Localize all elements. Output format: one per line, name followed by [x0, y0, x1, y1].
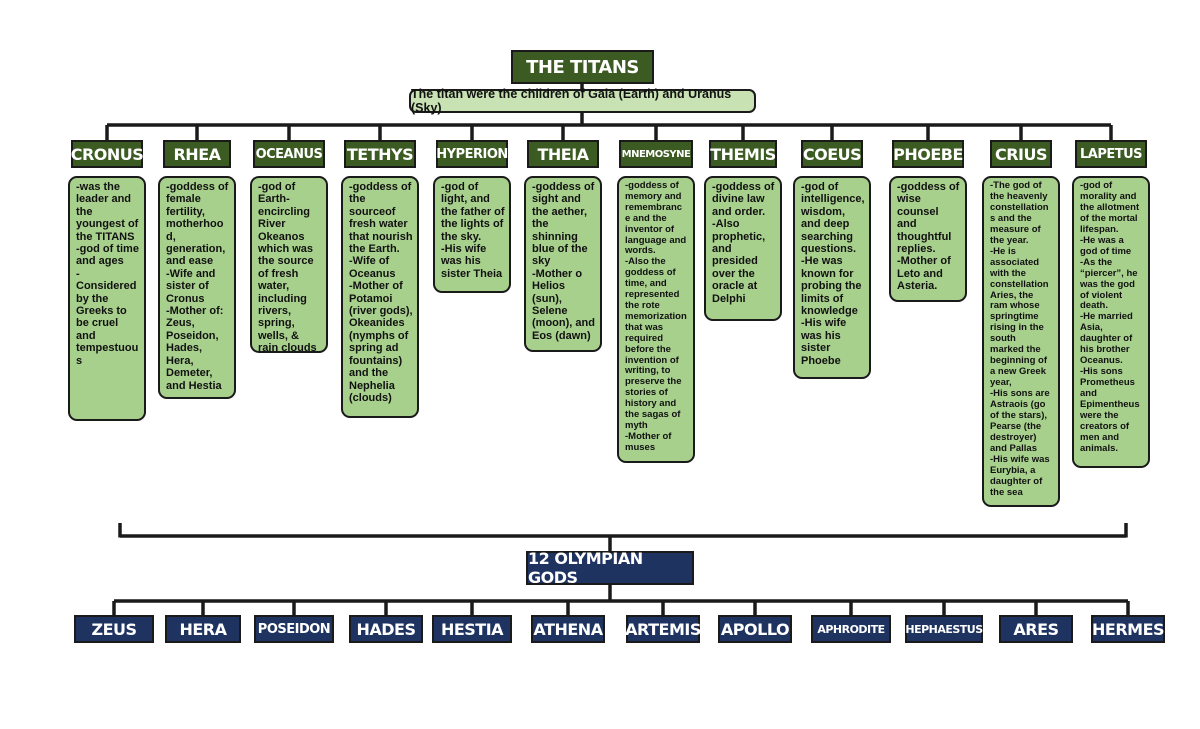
titan-description-cronus: -was the leader and the youngest of the … — [68, 176, 146, 421]
titan-description-tethys: -goddess of the sourceof fresh water tha… — [341, 176, 419, 418]
god-ares: ARES — [999, 615, 1073, 643]
titan-header-lapetus: LAPETUS — [1075, 140, 1147, 168]
titan-header-tethys: TETHYS — [344, 140, 416, 168]
titan-header-theia: THEIA — [527, 140, 599, 168]
titan-description-hyperion: -god of light, and the father of the lig… — [433, 176, 511, 293]
titan-description-themis: -goddess of divine law and order. -Also … — [704, 176, 782, 321]
god-hestia: HESTIA — [432, 615, 512, 643]
god-poseidon: POSEIDON — [254, 615, 334, 643]
god-zeus: ZEUS — [74, 615, 154, 643]
god-hades: HADES — [349, 615, 423, 643]
titan-header-oceanus: OCEANUS — [253, 140, 325, 168]
god-hephaestus: HEPHAESTUS — [905, 615, 983, 643]
titan-header-coeus: COEUS — [801, 140, 863, 168]
titan-description-mnemosyne: -goddess of memory and remembranc e and … — [617, 176, 695, 463]
god-athena: ATHENA — [531, 615, 605, 643]
god-apollo: APOLLO — [718, 615, 792, 643]
titan-description-coeus: -god of intelligence, wisdom, and deep s… — [793, 176, 871, 379]
titan-header-rhea: RHEA — [163, 140, 231, 168]
titan-description-oceanus: -god of Earth- encircling River Okeanos … — [250, 176, 328, 353]
titans-subtitle: The titan were the children of Gaia (Ear… — [409, 87, 756, 115]
titan-description-theia: -goddess of sight and the aether, the sh… — [524, 176, 602, 352]
titan-description-lapetus: -god of morality and the allotment of th… — [1072, 176, 1150, 468]
titan-header-hyperion: HYPERION — [436, 140, 508, 168]
olympian-gods-title: 12 OLYMPIAN GODS — [526, 549, 694, 587]
god-hera: HERA — [165, 615, 241, 643]
titan-header-themis: THEMIS — [709, 140, 777, 168]
titan-description-crius: -The god of the heavenly constellation s… — [982, 176, 1060, 507]
god-artemis: ARTEMIS — [625, 615, 701, 643]
titan-header-phoebe: PHOEBE — [892, 140, 964, 168]
god-hermes: HERMES — [1091, 615, 1165, 643]
titans-title: THE TITANS — [511, 50, 654, 84]
god-aphrodite: APHRODITE — [811, 615, 891, 643]
titan-header-crius: CRIUS — [990, 140, 1052, 168]
titan-description-rhea: -goddess of female fertility, motherhoo … — [158, 176, 236, 399]
titan-description-phoebe: -goddess of wise counsel and thoughtful … — [889, 176, 967, 302]
titan-header-mnemosyne: MNEMOSYNE — [619, 140, 693, 168]
titan-header-cronus: CRONUS — [71, 140, 144, 168]
